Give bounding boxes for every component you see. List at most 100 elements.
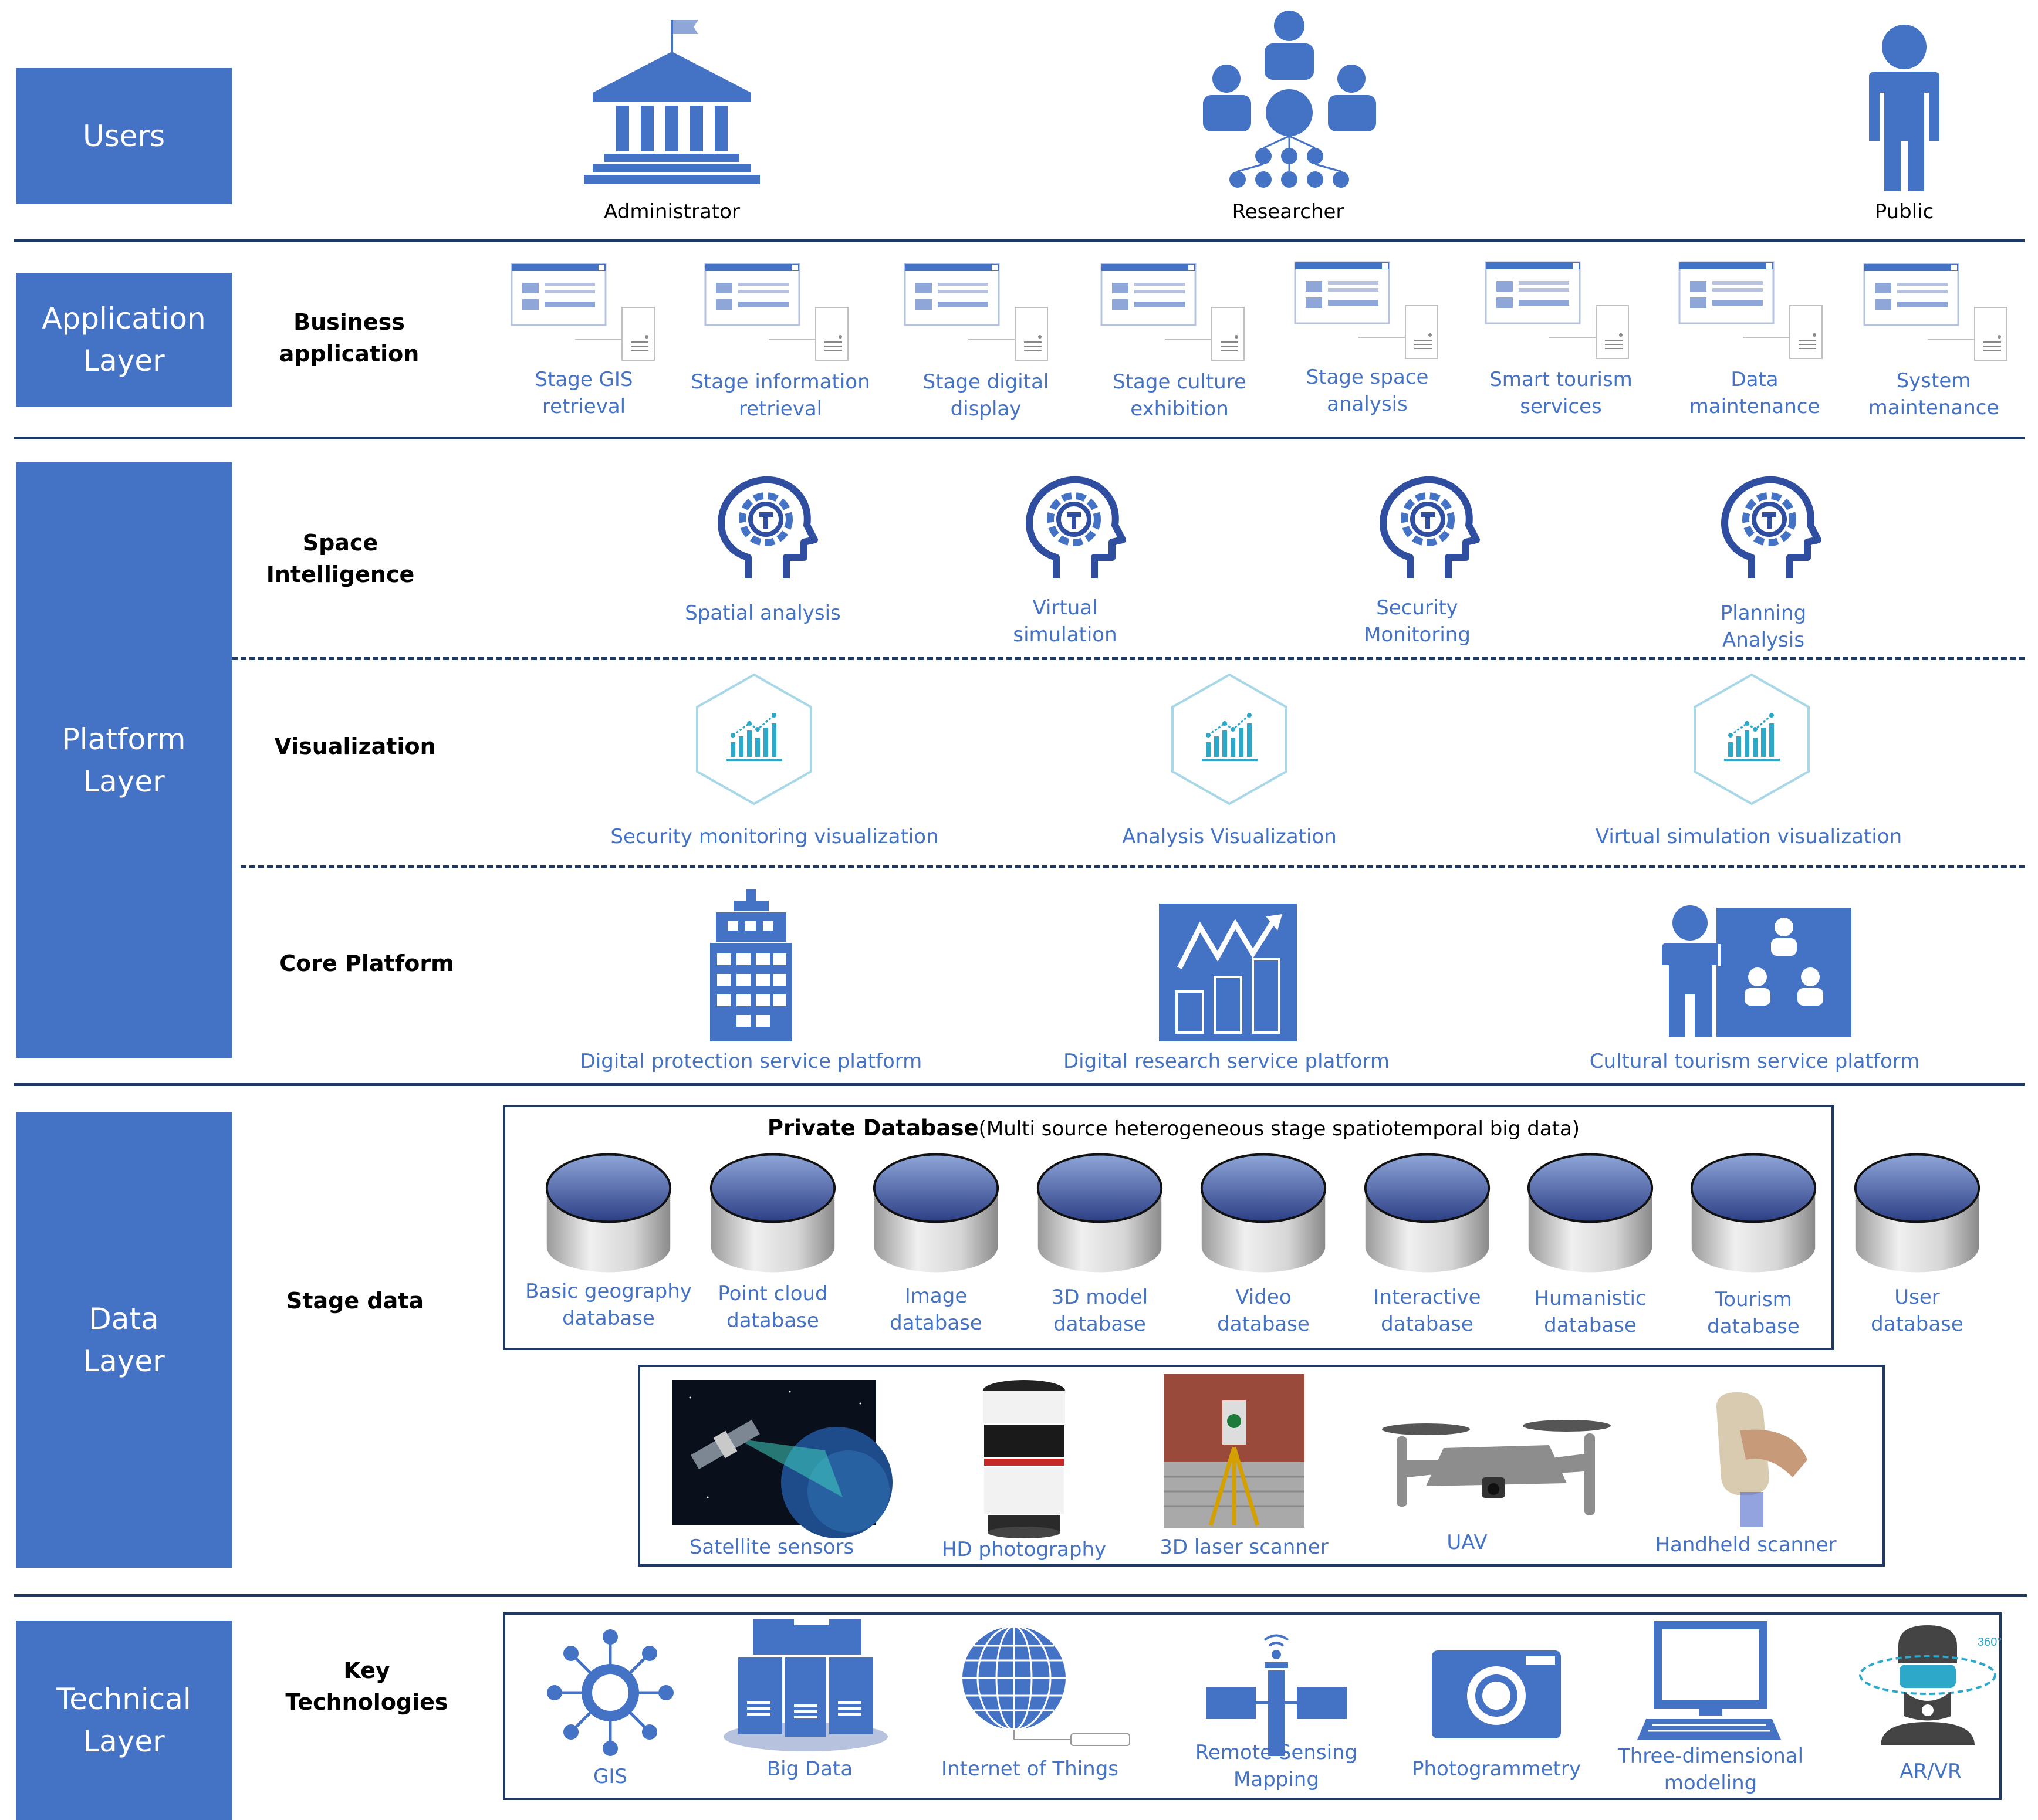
tech-ar-vr: AR/VR (1872, 1758, 1989, 1785)
app-data-maint-window-icon (1678, 261, 1825, 361)
tech-gis: GIS (552, 1763, 669, 1790)
app-info-window-icon (704, 263, 851, 363)
svg-text:360°: 360° (1978, 1636, 2002, 1649)
app-item-gis-line2: retrieval (542, 395, 626, 418)
private-database-panel (503, 1105, 1834, 1350)
source-satellite-sensors: Satellite sensors (689, 1535, 854, 1559)
tech-3d-modeling-line2: modeling (1664, 1771, 1758, 1795)
layer-technical-line1: Technical (56, 1682, 191, 1716)
layer-data-line2: Layer (83, 1344, 165, 1378)
brain-gear-icon (1012, 469, 1130, 587)
app-sys-maint-window-icon (1863, 263, 2010, 363)
app-item-culture: Stage culture exhibition (1091, 368, 1268, 422)
brain-gear-icon (704, 469, 822, 587)
layer-users-label: Users (82, 119, 165, 153)
tech-photogrammetry-line1: Photogrammetry (1412, 1757, 1581, 1781)
app-tourism-window-icon (1485, 261, 1631, 361)
public-person-icon (1869, 25, 1939, 191)
gis-network-icon (547, 1629, 674, 1756)
app-item-culture-line2: exhibition (1130, 397, 1229, 421)
db-interactive-line2: database (1381, 1312, 1473, 1336)
brain-gear-icon (1366, 469, 1483, 587)
user-researcher-label: Researcher (1232, 200, 1344, 224)
tech-3d-modeling-line1: Three-dimensional (1617, 1744, 1804, 1768)
database-cylinder-icon (1526, 1149, 1655, 1278)
layer-platform-line1: Platform (62, 722, 186, 756)
camera-icon (1432, 1650, 1561, 1738)
app-item-display-line2: display (950, 397, 1022, 421)
db-video-line2: database (1217, 1312, 1310, 1336)
application-subtitle-line2: application (279, 341, 420, 367)
app-item-tourism-line1: Smart tourism (1489, 368, 1633, 391)
private-database-title-bold: Private Database (767, 1115, 979, 1141)
db-image-line2: database (890, 1311, 982, 1335)
tech-ar-vr-line1: AR/VR (1900, 1760, 1962, 1783)
source-3d-laser-scanner: 3D laser scanner (1160, 1535, 1329, 1559)
layer-application-line2: Layer (83, 344, 165, 378)
app-space-window-icon (1294, 261, 1441, 361)
db-humanistic-line2: database (1544, 1314, 1637, 1337)
app-item-data-maintenance-line2: maintenance (1689, 395, 1820, 418)
tech-big-data-line1: Big Data (766, 1757, 853, 1781)
stage-data-title: Stage data (286, 1288, 424, 1314)
satellite-photo (672, 1380, 893, 1538)
app-item-space-line1: Stage space (1306, 366, 1429, 389)
app-item-tourism-line2: services (1520, 395, 1602, 418)
divider-dashed-1 (232, 657, 2025, 660)
technologies-panel (503, 1612, 2002, 1800)
divider-dashed-2 (241, 865, 2025, 868)
db-basic-geography-line1: Basic geography (525, 1280, 692, 1303)
app-item-culture-line1: Stage culture (1113, 370, 1246, 394)
tech-big-data: Big Data (745, 1755, 874, 1782)
db-interactive: Interactive database (1339, 1284, 1515, 1338)
tech-gis-line1: GIS (593, 1765, 627, 1788)
laser-scanner-photo (1164, 1374, 1304, 1528)
tech-iot: Internet of Things (927, 1755, 1133, 1782)
app-item-display-line1: Stage digital (922, 370, 1049, 394)
satellite-antenna-icon (1206, 1634, 1347, 1756)
brain-gear-icon (1708, 469, 1825, 587)
database-cylinder-icon (1363, 1149, 1492, 1278)
app-item-info-line1: Stage information (691, 370, 870, 394)
presentation-people-icon (1662, 905, 1851, 1037)
app-item-gis-line1: Stage GIS (535, 368, 633, 391)
db-basic-geography-line2: database (562, 1307, 655, 1330)
growth-chart-board-icon (1159, 904, 1297, 1041)
user-public-label: Public (1874, 200, 1934, 224)
database-cylinder-icon (544, 1149, 673, 1278)
database-cylinder-icon (1035, 1149, 1164, 1278)
visualization-title: Visualization (274, 733, 436, 759)
database-cylinder-icon (1853, 1149, 1982, 1278)
database-cylinder-icon (1199, 1149, 1328, 1278)
tech-iot-line1: Internet of Things (941, 1757, 1118, 1781)
db-interactive-line1: Interactive (1373, 1285, 1481, 1309)
db-user-line2: database (1871, 1312, 1963, 1336)
si-virtual-simulation-line2: simulation (1013, 623, 1117, 647)
laptop-icon (1637, 1621, 1781, 1740)
iot-globe-icon (962, 1625, 1130, 1746)
database-cylinder-icon (871, 1149, 1001, 1278)
key-technologies-title: Key Technologies (258, 1655, 475, 1718)
app-item-gis: Stage GIS retrieval (496, 366, 672, 420)
administrator-icon (584, 20, 760, 184)
database-cylinder-icon (1689, 1149, 1818, 1278)
layer-users: Users (16, 68, 232, 204)
vis-virtual-simulation: Virtual simulation visualization (1595, 825, 1902, 848)
layer-application-line1: Application (42, 302, 206, 336)
db-user-line1: User (1894, 1285, 1940, 1309)
key-technologies-line2: Technologies (285, 1689, 448, 1715)
camera-lens-photo (983, 1380, 1065, 1538)
app-item-space-line2: analysis (1327, 393, 1408, 416)
db-3d-model-line1: 3D model (1051, 1285, 1148, 1309)
tech-3d-modeling: Three-dimensional modeling (1611, 1743, 1810, 1797)
core-platform-title: Core Platform (279, 950, 454, 976)
handheld-scanner-photo (1716, 1392, 1807, 1527)
